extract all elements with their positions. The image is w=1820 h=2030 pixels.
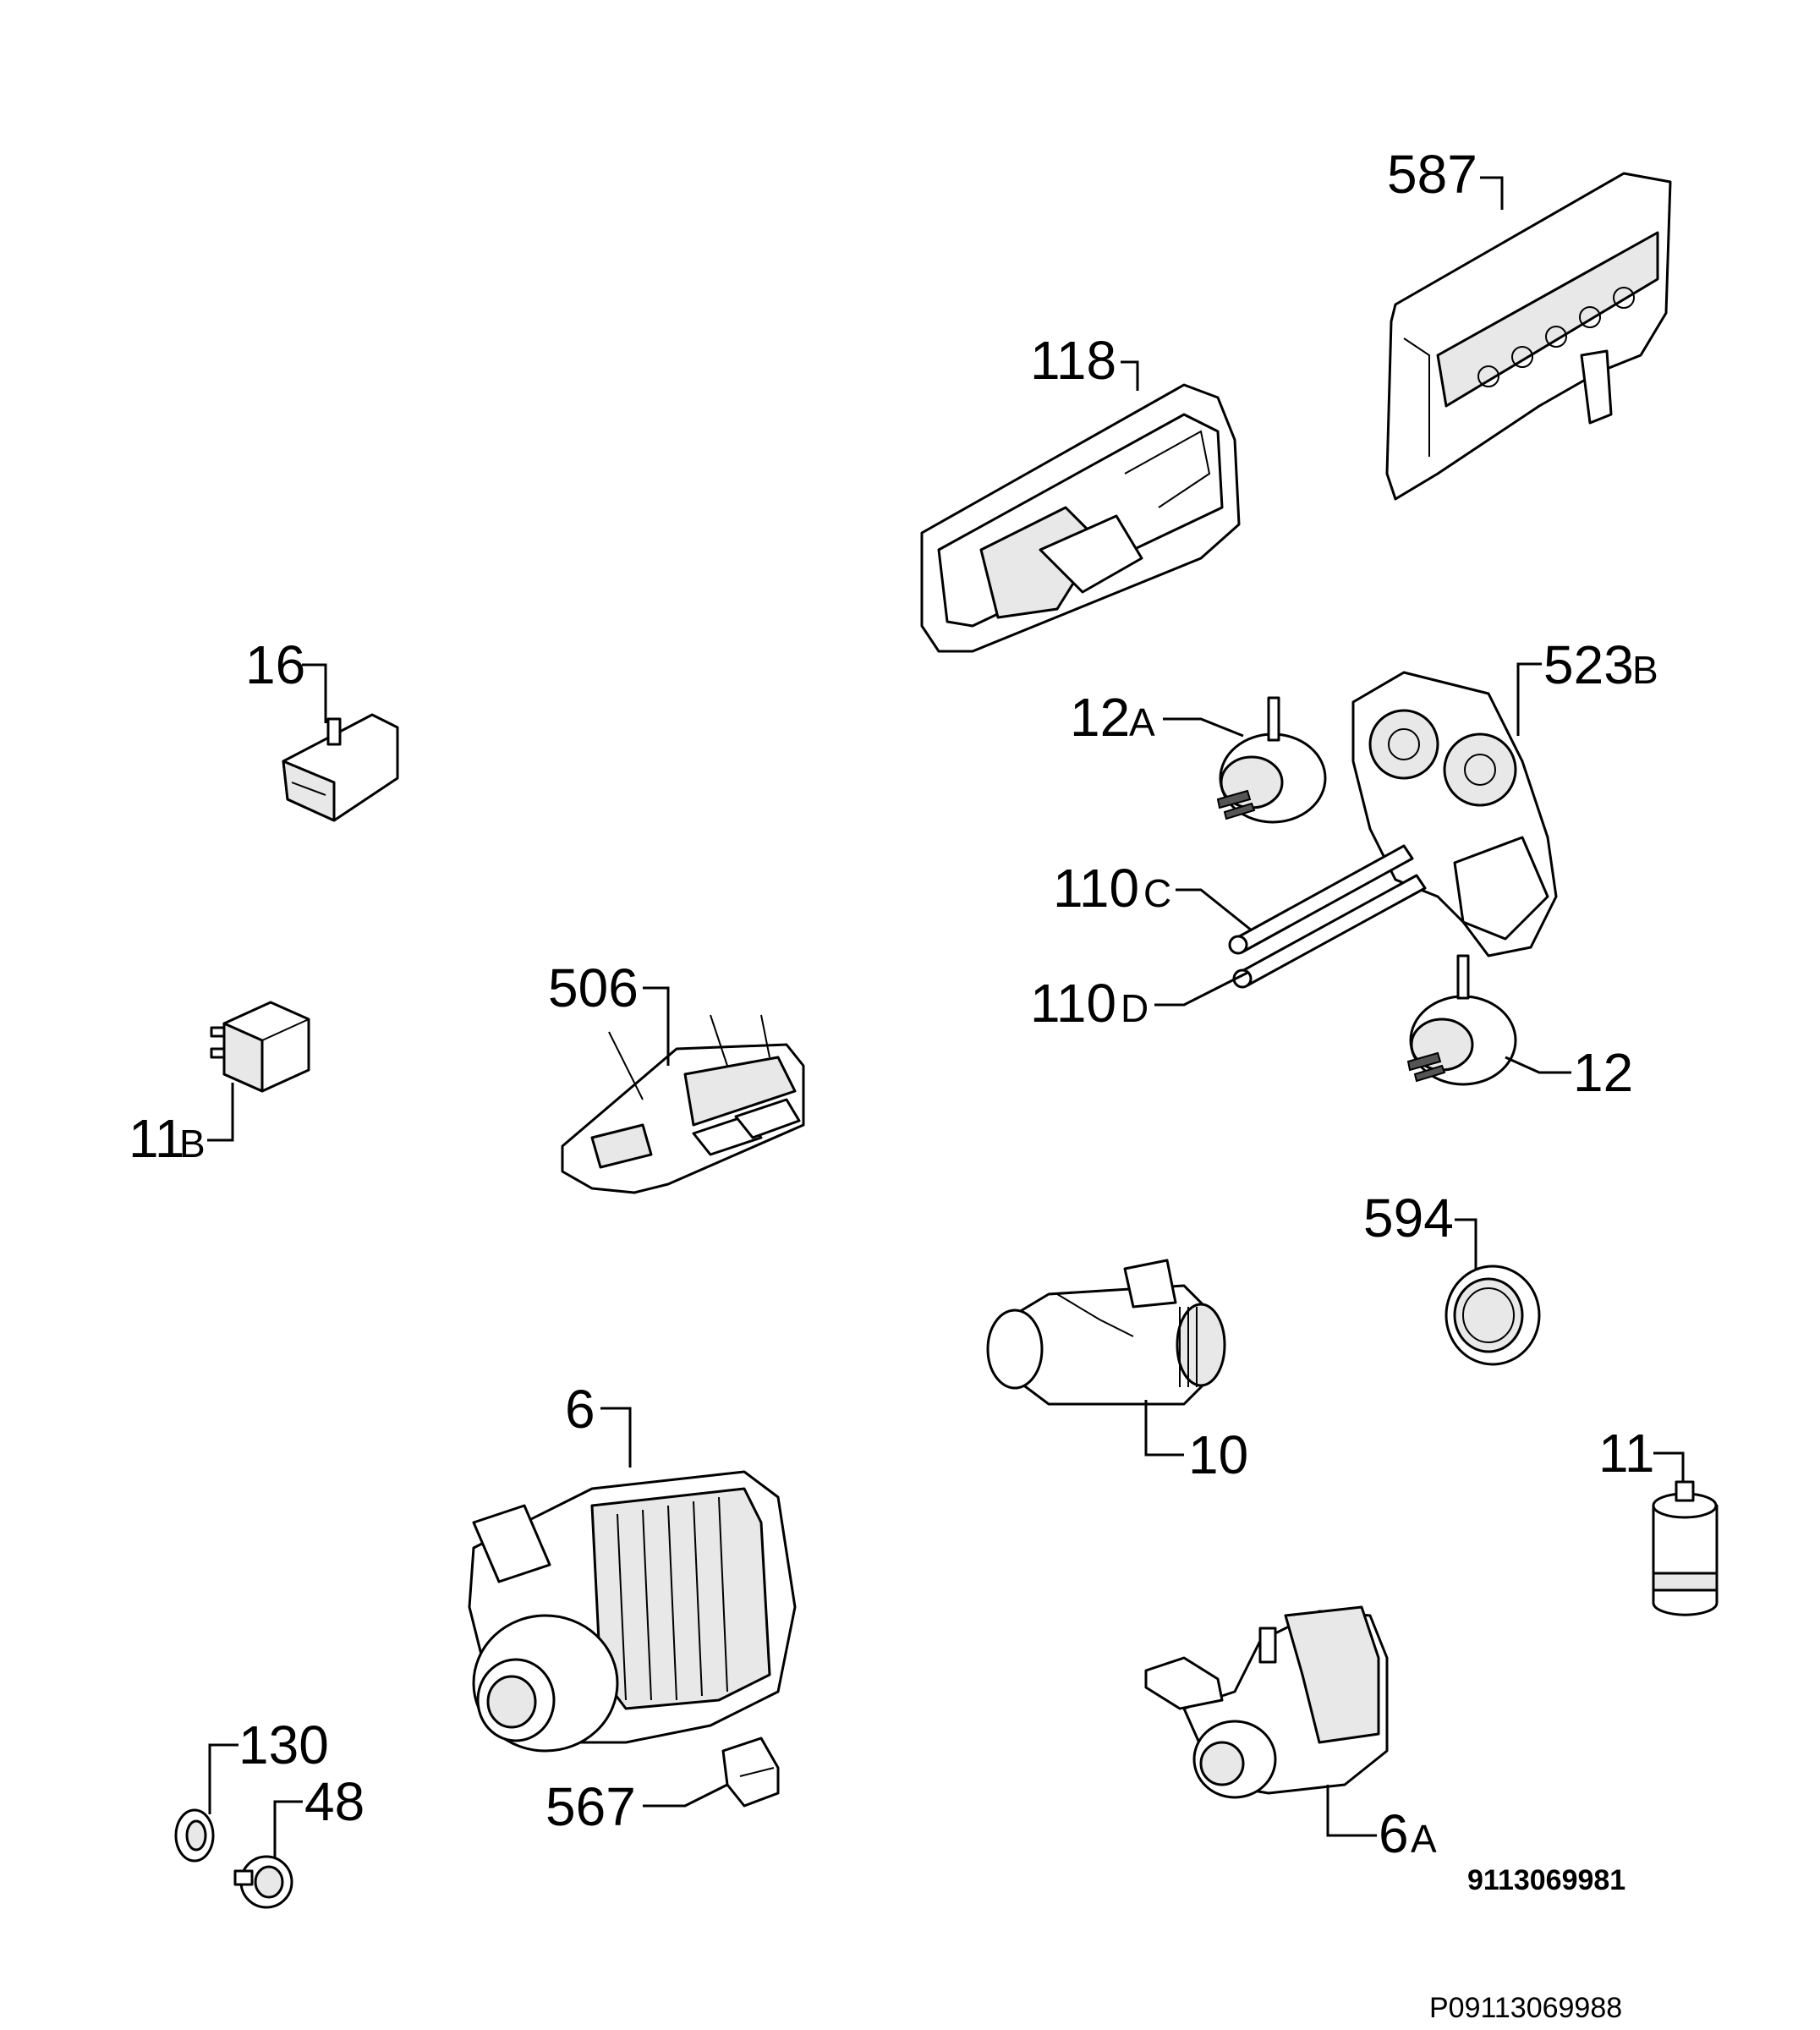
label-48-text: 48	[304, 1771, 365, 1832]
label-110c-suffix: C	[1143, 871, 1171, 915]
part-48-plug	[233, 1855, 293, 1909]
label-6a-text: 6	[1379, 1803, 1409, 1864]
label-594-text: 594	[1363, 1188, 1454, 1248]
part-11-capacitor	[1652, 1480, 1719, 1616]
label-6a-suffix: A	[1411, 1817, 1437, 1861]
part-10-heater	[986, 1259, 1226, 1406]
label-587: 587	[1387, 144, 1504, 210]
drawing-number: 9113069981	[1467, 1864, 1625, 1896]
label-110d: 110 D	[1030, 971, 1248, 1034]
label-567: 567	[545, 1776, 728, 1837]
label-110d-text: 110	[1030, 973, 1116, 1034]
label-523b: 523 B	[1516, 634, 1658, 736]
part-594-cap	[1444, 1265, 1541, 1366]
part-130-washer	[174, 1808, 215, 1863]
label-12a-suffix: A	[1129, 700, 1155, 744]
page-code: P09113069988	[1429, 1992, 1622, 2024]
label-594: 594	[1363, 1188, 1477, 1269]
part-12a-pressure-switch	[1216, 696, 1327, 824]
label-523b-suffix: B	[1632, 648, 1658, 692]
label-567-text: 567	[545, 1776, 636, 1837]
label-12a: 12 A	[1070, 687, 1244, 748]
label-11b: 11 B	[129, 1083, 234, 1169]
label-12: 12	[1505, 1042, 1633, 1103]
label-6: 6	[565, 1379, 632, 1468]
label-16-text: 16	[245, 634, 305, 695]
label-11-text: 11	[1598, 1423, 1654, 1484]
label-506: 506	[548, 957, 670, 1066]
label-118-text: 118	[1030, 330, 1116, 391]
label-110c-text: 110	[1053, 858, 1139, 919]
part-11b-relay	[210, 1001, 310, 1093]
part-523b-manifold	[1351, 671, 1558, 957]
label-110d-suffix: D	[1121, 986, 1148, 1030]
label-16: 16	[245, 634, 327, 723]
label-523b-text: 523	[1543, 634, 1634, 695]
label-12a-text: 12	[1070, 687, 1130, 748]
label-6a: 6 A	[1326, 1785, 1437, 1864]
label-10-text: 10	[1188, 1424, 1248, 1485]
part-118-detergent-dispenser	[920, 383, 1241, 653]
part-6-circulation-pump	[468, 1470, 797, 1753]
label-11b-suffix: B	[179, 1122, 206, 1166]
part-110c-hose	[1228, 844, 1414, 955]
label-10: 10	[1144, 1400, 1248, 1485]
part-12-pressure-switch	[1406, 954, 1517, 1086]
label-130-text: 130	[238, 1715, 329, 1775]
label-587-text: 587	[1387, 144, 1477, 205]
label-6-text: 6	[565, 1379, 595, 1440]
label-118: 118	[1030, 330, 1139, 391]
label-130: 130	[208, 1715, 329, 1814]
part-567-clip	[721, 1736, 780, 1808]
label-506-text: 506	[548, 957, 639, 1018]
label-48: 48	[273, 1771, 365, 1857]
part-6a-drain-pump	[1144, 1605, 1389, 1799]
part-16-switch	[282, 713, 399, 822]
label-11b-text: 11	[129, 1108, 184, 1169]
label-12-text: 12	[1573, 1042, 1633, 1103]
part-587-electronic-module	[1385, 172, 1672, 501]
label-11: 11	[1598, 1423, 1685, 1484]
label-110c: 110 C	[1053, 858, 1253, 932]
part-506-component-board	[561, 1014, 805, 1194]
